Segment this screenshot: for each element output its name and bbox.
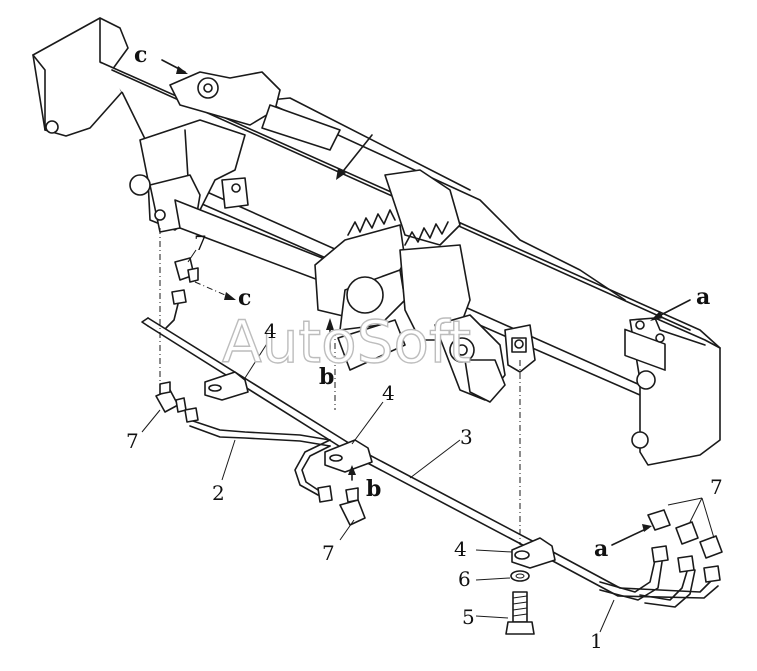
- number-leaders: [141, 249, 715, 633]
- center-bracket-assembly: [314, 169, 536, 403]
- callout-b-lower: b: [366, 476, 381, 502]
- bolt-5: [505, 591, 535, 635]
- pipe-set: [141, 317, 719, 608]
- upper-linkage: [129, 71, 346, 291]
- part-number-4-mid: 4: [382, 381, 395, 405]
- part-number-5: 5: [462, 605, 475, 629]
- callout-c-top: c: [134, 42, 147, 68]
- part-number-2: 2: [212, 481, 225, 505]
- part-number-7-top: 7: [194, 231, 207, 255]
- watermark-text: AutoSoft: [222, 308, 471, 376]
- callout-b-center: b: [319, 364, 334, 390]
- callout-c-mid: c: [238, 285, 251, 311]
- part-number-1: 1: [590, 629, 603, 653]
- callout-a-bottom: a: [594, 536, 608, 562]
- direction-arrows: [161, 59, 691, 546]
- elbow-fittings: [155, 257, 723, 583]
- part-number-7-left: 7: [126, 429, 139, 453]
- fasteners: [505, 570, 535, 635]
- leader-lines: [159, 228, 521, 545]
- clamps: [204, 371, 556, 569]
- part-number-7-right: 7: [710, 475, 723, 499]
- part-number-7-bottom: 7: [322, 541, 335, 565]
- washer-6: [510, 570, 530, 582]
- part-number-6: 6: [458, 567, 471, 591]
- part-number-3: 3: [460, 425, 473, 449]
- part-number-4-left: 4: [264, 319, 277, 343]
- part-number-4-bottom: 4: [454, 537, 467, 561]
- callout-a-right: a: [696, 284, 710, 310]
